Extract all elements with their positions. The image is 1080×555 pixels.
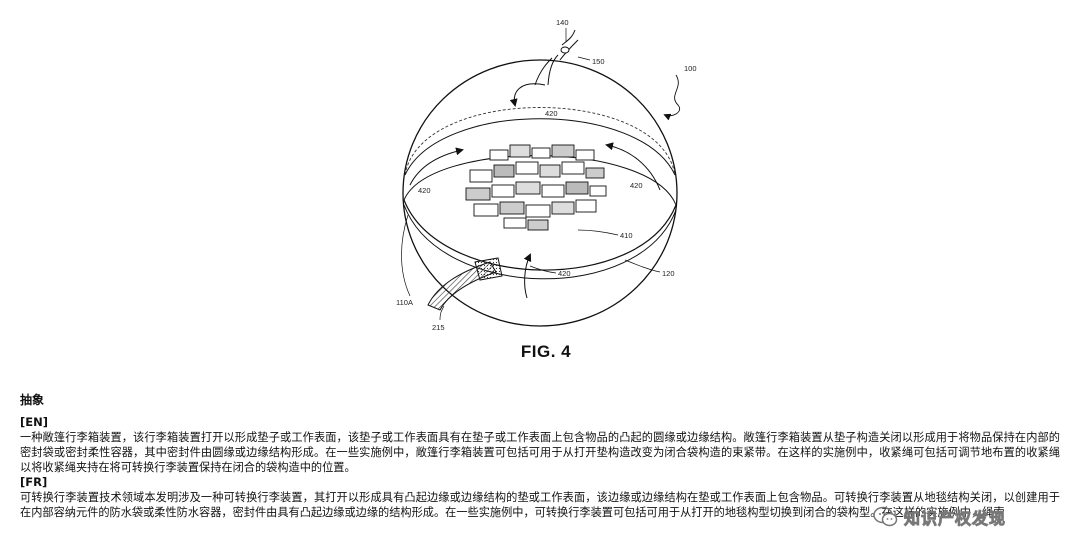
arrow-420-top	[509, 83, 546, 107]
watermark: 知识产权发现	[872, 499, 1062, 535]
ref-100-leader	[663, 74, 680, 121]
bag-outline	[402, 59, 678, 327]
abstract-heading: 抽象	[20, 393, 45, 407]
ref-420-right: 420	[630, 181, 643, 190]
strap-tab	[474, 257, 503, 281]
ref-100: 100	[684, 64, 697, 73]
cord-lock	[560, 46, 570, 54]
ref-215: 215	[432, 323, 445, 332]
ref-140: 140	[556, 18, 569, 27]
arrow-420-left	[409, 147, 464, 186]
contents-blocks	[465, 144, 607, 231]
arrow-420-bottom	[523, 253, 532, 299]
figure-caption: FIG. 4	[520, 342, 572, 361]
ref-120: 120	[662, 269, 675, 278]
patent-drawing: 140 150 100 420 420 420 420 410 120 110A…	[396, 18, 697, 332]
lang-tag-en: [EN]	[20, 415, 48, 429]
watermark-text: 知识产权发现	[904, 509, 1007, 529]
abstract-fr-text: 可转换行李装置技术领域本发明涉及一种可转换行李装置，其打开以形成具有凸起边缘或边…	[20, 491, 1060, 519]
ref-150: 150	[592, 57, 605, 66]
arrow-420-right	[605, 142, 661, 191]
abstract-en-text: 一种敞篷行李箱装置，该行李箱装置打开以形成垫子或工作表面，该垫子或工作表面具有在…	[20, 431, 1060, 474]
lang-tag-fr: [FR]	[20, 475, 48, 489]
equator-front	[403, 199, 677, 271]
ref-410: 410	[620, 231, 633, 240]
patent-figure: 140 150 100 420 420 420 420 410 120 110A…	[396, 18, 697, 361]
wechat-icon	[873, 506, 898, 527]
ref-110a: 110A	[396, 298, 413, 307]
ref-420-top: 420	[545, 109, 558, 118]
ref-420-left: 420	[418, 186, 431, 195]
upper-rim-dashed	[404, 107, 676, 176]
ref-420-bottom: 420	[558, 269, 571, 278]
drawstring	[534, 29, 579, 86]
abstract-section: 抽象 [EN] 一种敞篷行李箱装置，该行李箱装置打开以形成垫子或工作表面，该垫子…	[20, 393, 1060, 520]
